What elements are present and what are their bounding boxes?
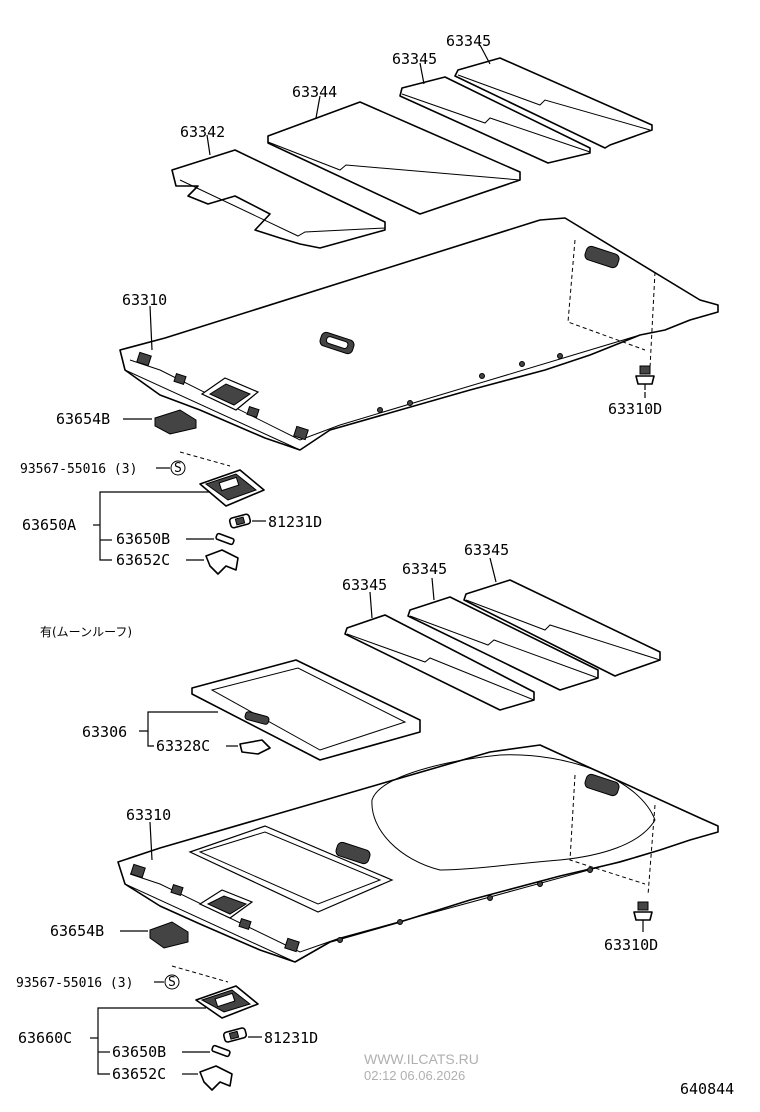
screw-93567-top[interactable]: S	[156, 451, 231, 476]
lamp-assy-63660C[interactable]	[195, 985, 259, 1019]
moonroof-note: 有(ムーンルーフ)	[40, 625, 132, 639]
clip-63310D-top[interactable]	[635, 365, 655, 390]
label-63654B-bottom: 63654B	[50, 922, 104, 940]
label-63654B-top: 63654B	[56, 410, 110, 428]
label-63345-bot-2: 63345	[402, 560, 447, 578]
label-63306: 63306	[82, 723, 127, 741]
cover-63654B-top[interactable]	[123, 409, 197, 435]
label-63345-bot-1: 63345	[464, 541, 509, 559]
sunshade-handle-63328C[interactable]	[226, 739, 271, 755]
label-63652C-top: 63652C	[116, 551, 170, 569]
lamp-bulb-81231D-top[interactable]	[228, 513, 266, 529]
pad-63345-bottom-right[interactable]	[463, 579, 661, 677]
label-63345-top-1: 63345	[446, 32, 491, 50]
label-81231D-bottom: 81231D	[264, 1029, 318, 1047]
label-63328C: 63328C	[156, 737, 210, 755]
label-63650B-bottom: 63650B	[112, 1043, 166, 1061]
label-63344: 63344	[292, 83, 337, 101]
lamp-bracket-63652C-bottom[interactable]	[199, 1065, 233, 1091]
label-63660C: 63660C	[18, 1029, 72, 1047]
lamp-lens-63650B-bottom[interactable]	[211, 1044, 231, 1058]
label-63342: 63342	[180, 123, 225, 141]
headliner-63310-top[interactable]	[119, 217, 719, 451]
label-63310-top: 63310	[122, 291, 167, 309]
svg-text:S: S	[174, 461, 182, 476]
label-63650A: 63650A	[22, 516, 76, 534]
screw-93567-bottom[interactable]: S	[154, 965, 229, 990]
sunshade-63306[interactable]	[191, 659, 421, 761]
watermark-site: WWW.ILCATS.RU	[364, 1051, 479, 1067]
headliner-63310-bottom[interactable]	[117, 744, 719, 963]
clip-63310D-bottom[interactable]	[633, 901, 653, 932]
lamp-assy-63650A[interactable]	[199, 469, 265, 507]
label-63652C-bottom: 63652C	[112, 1065, 166, 1083]
label-93567-bottom: 93567-55016 (3)	[16, 976, 133, 991]
label-93567-top: 93567-55016 (3)	[20, 462, 137, 477]
cover-63654B-bottom[interactable]	[120, 921, 189, 949]
lamp-bulb-81231D-bottom[interactable]	[222, 1027, 262, 1043]
label-63345-bot-3: 63345	[342, 576, 387, 594]
label-63345-top-2: 63345	[392, 50, 437, 68]
pad-63345-top-right[interactable]	[454, 57, 653, 149]
label-63310D-top: 63310D	[608, 400, 662, 418]
lamp-lens-63650B-top[interactable]	[215, 532, 235, 546]
pad-63344[interactable]	[267, 101, 521, 215]
label-63310-bottom: 63310	[126, 806, 171, 824]
pad-63345-bottom-left[interactable]	[344, 614, 535, 711]
lamp-bracket-63652C-top[interactable]	[205, 549, 239, 575]
svg-text:S: S	[168, 975, 176, 990]
label-63310D-bottom: 63310D	[604, 936, 658, 954]
watermark-timestamp: 02:12 06.06.2026	[364, 1068, 465, 1083]
pad-63342[interactable]	[171, 149, 386, 249]
figure-number: 640844	[680, 1080, 734, 1098]
label-63650B-top: 63650B	[116, 530, 170, 548]
pad-63345-bottom-middle[interactable]	[407, 596, 599, 691]
pad-63345-top-middle[interactable]	[399, 76, 591, 164]
label-81231D-top: 81231D	[268, 513, 322, 531]
